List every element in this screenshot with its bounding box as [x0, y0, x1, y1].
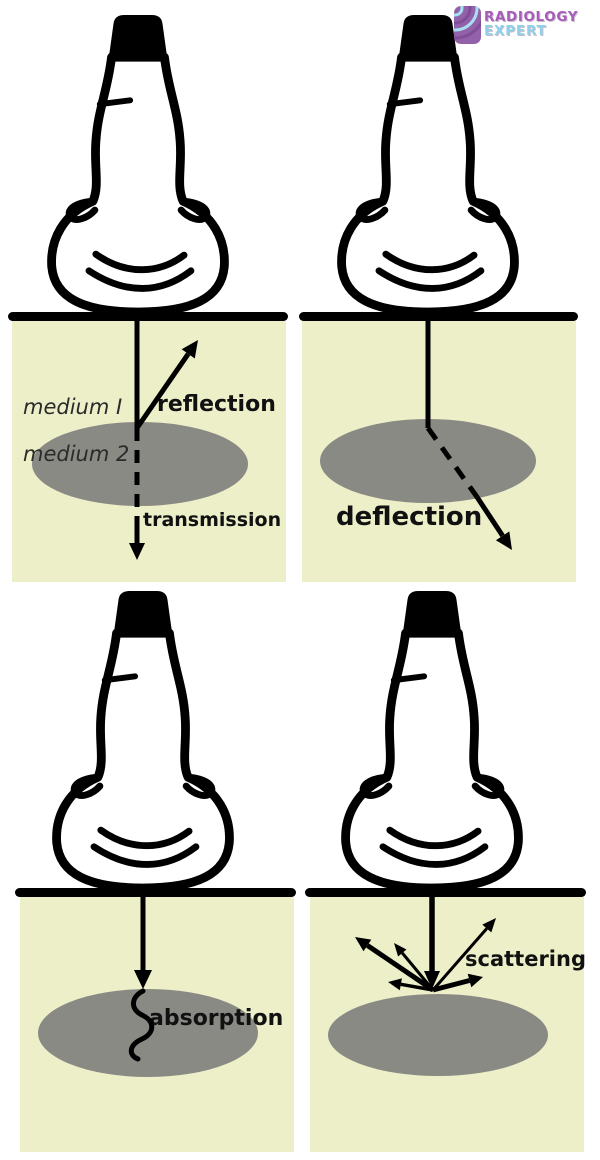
- radiology-expert-logo-icon: [454, 6, 481, 44]
- absorption-arrows: [128, 896, 155, 1062]
- radiology-expert-logo: RADIOLOGY EXPERT: [454, 6, 594, 46]
- brand-name-radiology: RADIOLOGY: [484, 9, 579, 25]
- deflection-arrow: [474, 495, 505, 538]
- reflection-label: reflection: [157, 392, 276, 417]
- ultrasound-probe: [330, 12, 526, 316]
- medium-2-ellipse: [32, 422, 248, 506]
- beam-arrowhead-icon: [424, 971, 440, 989]
- transmission-arrowhead-icon: [129, 543, 145, 560]
- deflection-arrowhead-icon: [495, 531, 512, 550]
- transmission-label: transmission: [143, 509, 282, 531]
- skin-surface-line: [8, 312, 288, 321]
- scatter-arrow-short-upleft: [401, 952, 435, 991]
- scatter-arrow-right: [432, 978, 471, 993]
- scatter-arrow-left: [400, 982, 434, 992]
- deflection-dashed-line: [425, 426, 480, 499]
- medium-1-label: medium I: [23, 395, 123, 419]
- medium-2-label: medium 2: [23, 442, 130, 466]
- skin-surface-line: [15, 888, 296, 897]
- scatter-arrowhead-icon: [388, 978, 402, 991]
- skin-surface-line: [299, 312, 578, 321]
- ultrasound-probe: [334, 588, 530, 892]
- ultrasound-probe: [45, 588, 241, 892]
- scatter-arrowhead-icon: [482, 918, 496, 933]
- scatter-arrow-long-upright: [431, 927, 488, 991]
- reflection-transmission-arrows: [129, 314, 198, 560]
- lesion-ellipse: [320, 419, 536, 503]
- reflection-arrow: [134, 352, 191, 430]
- lesion-ellipse: [328, 994, 548, 1076]
- skin-surface-line: [305, 888, 586, 897]
- absorption-label: absorption: [149, 1006, 284, 1031]
- reflection-arrowhead-icon: [181, 340, 198, 359]
- deflection-arrows: [425, 314, 512, 550]
- brand-name-expert: EXPERT: [484, 23, 547, 39]
- scattering-arrows: [355, 896, 496, 993]
- beam-arrowhead-icon: [134, 970, 152, 989]
- absorption-wave-squiggle: [128, 988, 155, 1062]
- scatter-arrowhead-icon: [394, 943, 407, 957]
- scatter-arrow-long-upleft: [365, 943, 435, 993]
- scatter-arrowhead-icon: [355, 937, 372, 952]
- ultrasound-probe: [40, 12, 236, 316]
- deflection-label: deflection: [336, 502, 483, 532]
- scattering-label: scattering: [465, 947, 586, 971]
- scatter-arrowhead-icon: [467, 973, 483, 988]
